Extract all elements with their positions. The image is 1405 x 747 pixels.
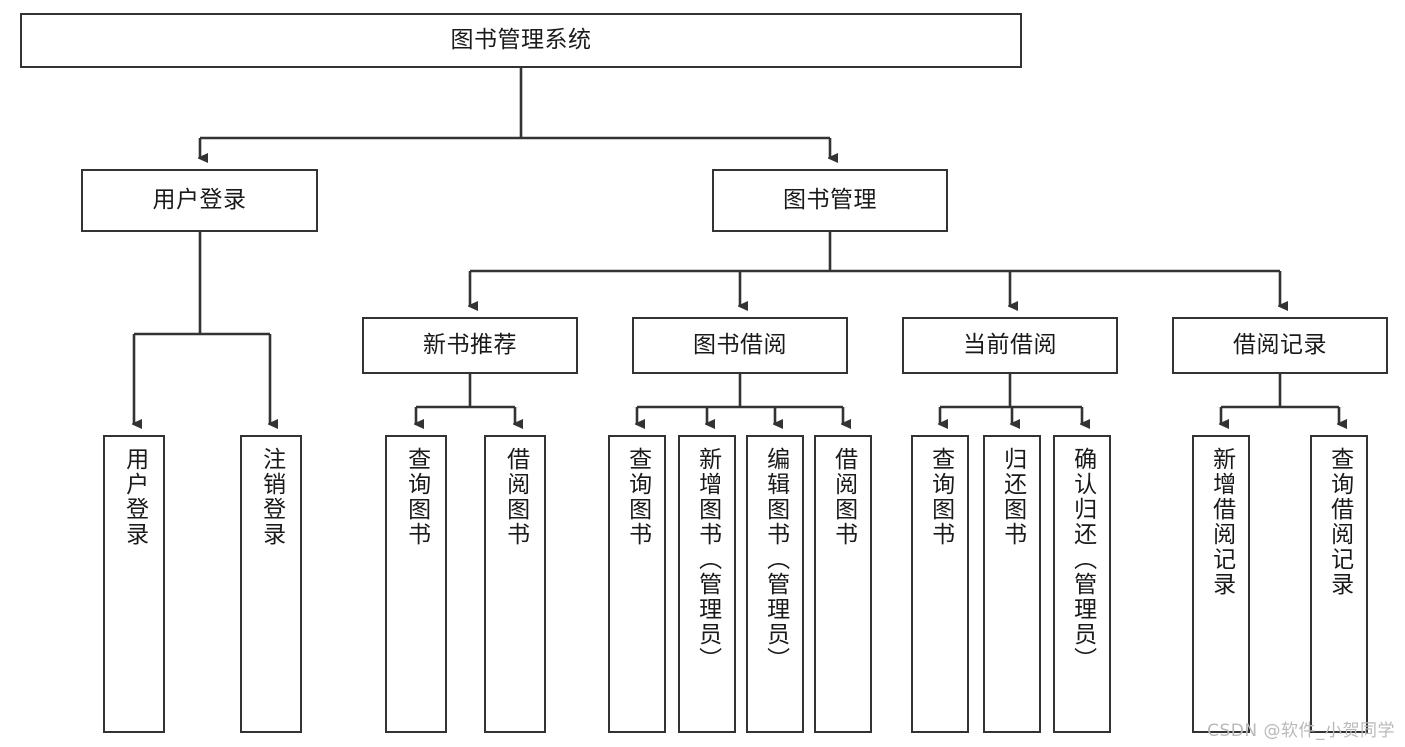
node-current-borrow-label: 当前借阅 bbox=[963, 331, 1057, 358]
node-leaf-borrow-book-rec[interactable]: 借阅图书 bbox=[484, 435, 546, 733]
node-leaf-add-record[interactable]: 新增借阅记录 bbox=[1192, 435, 1250, 733]
node-leaf-logout[interactable]: 注销登录 bbox=[240, 435, 302, 733]
node-leaf-return-book-label: 归还图书 bbox=[999, 447, 1026, 547]
node-leaf-confirm-return[interactable]: 确认归还（管理员） bbox=[1053, 435, 1111, 733]
node-leaf-confirm-return-label: 确认归还（管理员） bbox=[1069, 447, 1096, 672]
node-leaf-query-book-cur[interactable]: 查询图书 bbox=[911, 435, 969, 733]
node-root[interactable]: 图书管理系统 bbox=[20, 13, 1022, 68]
node-book-borrow[interactable]: 图书借阅 bbox=[632, 317, 848, 374]
node-leaf-query-book-rec-label: 查询图书 bbox=[403, 447, 430, 547]
node-user-login[interactable]: 用户登录 bbox=[81, 169, 318, 232]
node-user-login-label: 用户登录 bbox=[152, 186, 247, 213]
node-borrow-record-label: 借阅记录 bbox=[1233, 331, 1327, 358]
node-leaf-query-record-label: 查询借阅记录 bbox=[1326, 447, 1353, 597]
node-leaf-add-record-label: 新增借阅记录 bbox=[1208, 447, 1235, 597]
node-book-manage-label: 图书管理 bbox=[783, 186, 877, 213]
node-leaf-query-book-rec[interactable]: 查询图书 bbox=[385, 435, 447, 733]
node-leaf-query-book-cur-label: 查询图书 bbox=[927, 447, 954, 547]
node-leaf-query-book[interactable]: 查询图书 bbox=[608, 435, 666, 733]
node-leaf-query-book-label: 查询图书 bbox=[624, 447, 651, 547]
node-leaf-borrow-book-label: 借阅图书 bbox=[830, 447, 857, 547]
node-root-label: 图书管理系统 bbox=[450, 26, 592, 53]
node-leaf-user-login[interactable]: 用户登录 bbox=[103, 435, 165, 733]
csdn-watermark: CSDN @软件_小贺同学 bbox=[1207, 721, 1395, 741]
node-new-book-rec-label: 新书推荐 bbox=[423, 331, 517, 358]
node-leaf-borrow-book-rec-label: 借阅图书 bbox=[502, 447, 529, 547]
node-book-manage[interactable]: 图书管理 bbox=[712, 169, 948, 232]
node-leaf-add-book[interactable]: 新增图书（管理员） bbox=[678, 435, 736, 733]
node-book-borrow-label: 图书借阅 bbox=[693, 331, 787, 358]
node-leaf-edit-book[interactable]: 编辑图书（管理员） bbox=[746, 435, 804, 733]
node-borrow-record[interactable]: 借阅记录 bbox=[1172, 317, 1388, 374]
node-current-borrow[interactable]: 当前借阅 bbox=[902, 317, 1118, 374]
node-leaf-user-login-label: 用户登录 bbox=[121, 447, 148, 547]
node-leaf-logout-label: 注销登录 bbox=[258, 447, 285, 547]
node-leaf-edit-book-label: 编辑图书（管理员） bbox=[762, 447, 789, 672]
node-leaf-query-record[interactable]: 查询借阅记录 bbox=[1310, 435, 1368, 733]
node-leaf-return-book[interactable]: 归还图书 bbox=[983, 435, 1041, 733]
node-new-book-rec[interactable]: 新书推荐 bbox=[362, 317, 578, 374]
node-leaf-borrow-book[interactable]: 借阅图书 bbox=[814, 435, 872, 733]
node-leaf-add-book-label: 新增图书（管理员） bbox=[694, 447, 721, 672]
